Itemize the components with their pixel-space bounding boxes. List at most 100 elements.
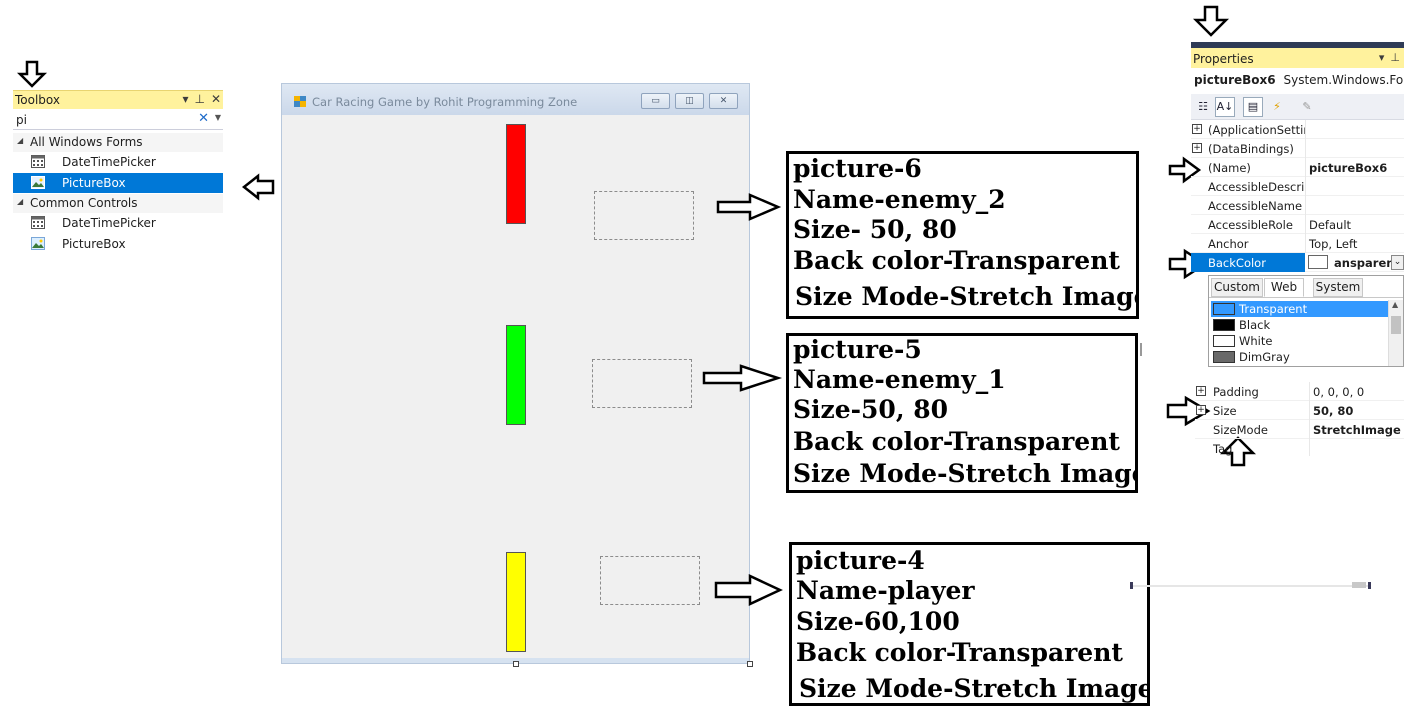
down-arrow-icon	[1192, 5, 1230, 37]
toolbox-item-datetimepicker[interactable]: DateTimePicker	[13, 213, 223, 233]
property-name: Size	[1213, 404, 1237, 418]
property-name: Tag	[1213, 442, 1233, 456]
property-value[interactable]: pictureBox6	[1309, 161, 1388, 175]
expand-icon[interactable]: +	[1196, 386, 1206, 396]
categorized-icon[interactable]: ☷	[1198, 100, 1208, 113]
property-value[interactable]: StretchImage	[1313, 423, 1401, 437]
annotation-picture-4: picture-4 Name-player Size-60,100 Back c…	[789, 542, 1150, 706]
up-arrow-icon	[1219, 436, 1257, 467]
wrench-icon[interactable]: ✎	[1302, 100, 1312, 113]
properties-title: Properties	[1193, 52, 1254, 66]
property-name: Padding	[1213, 385, 1259, 399]
scroll-thumb[interactable]	[1391, 316, 1401, 334]
picturebox-placeholder-6[interactable]	[594, 191, 694, 240]
pin-icon[interactable]: ⊥	[194, 92, 205, 106]
maximize-button[interactable]: ◫	[675, 93, 704, 109]
color-item-black[interactable]: Black	[1211, 317, 1389, 333]
property-row-accessiblerole[interactable]: AccessibleRole Default	[1191, 215, 1404, 234]
toolbox-group-common-controls[interactable]: ◢ Common Controls	[13, 194, 223, 213]
toolbox-item-datetimepicker[interactable]: DateTimePicker	[13, 152, 223, 172]
form-designer-window[interactable]: Car Racing Game by Rohit Programming Zon…	[281, 83, 750, 664]
picturebox-placeholder-4[interactable]	[600, 556, 700, 605]
property-row-tag[interactable]: Tag	[1195, 439, 1404, 456]
chevron-down-icon[interactable]: ▼	[214, 113, 221, 122]
property-name: AccessibleRole	[1208, 218, 1293, 232]
picturebox-player[interactable]	[506, 552, 526, 652]
left-arrow-icon	[241, 173, 275, 201]
toolbox-title: Toolbox	[15, 93, 60, 107]
annotation-line: Size Mode-Stretch Image	[799, 674, 1150, 703]
color-item-transparent[interactable]: Transparent	[1211, 301, 1389, 317]
property-name: SizeMode	[1213, 423, 1268, 437]
calendar-icon	[31, 216, 45, 229]
annotation-line: picture-4	[796, 546, 925, 575]
property-row-applicationsettings[interactable]: + (ApplicationSettin	[1191, 120, 1404, 139]
resize-handle-bottom[interactable]	[513, 661, 519, 667]
object-type: System.Windows.Forms.P	[1283, 73, 1404, 87]
annotation-line: Back color-Transparent	[796, 638, 1123, 667]
backcolor-dropdown[interactable]: Custom Web System Transparent Black Whit…	[1208, 275, 1404, 367]
color-swatch	[1213, 303, 1235, 315]
annotation-line: Size-50, 80	[793, 395, 949, 424]
calendar-icon	[31, 155, 45, 168]
toolbox-item-picturebox-selected[interactable]: PictureBox	[13, 173, 223, 193]
property-row-accessibledescription[interactable]: AccessibleDescript	[1191, 177, 1404, 196]
expand-icon[interactable]: +	[1192, 124, 1202, 134]
annotation-line: picture-6	[793, 154, 922, 183]
close-icon[interactable]: ✕	[210, 92, 221, 106]
color-item-dimgray[interactable]: DimGray	[1211, 349, 1389, 365]
form-titlebar[interactable]: Car Racing Game by Rohit Programming Zon…	[282, 84, 749, 115]
property-row-accessiblename[interactable]: AccessibleName	[1191, 196, 1404, 215]
form-app-icon	[294, 96, 306, 107]
property-row-anchor[interactable]: Anchor Top, Left	[1191, 234, 1404, 253]
tab-web[interactable]: Web	[1264, 278, 1304, 297]
dropdown-icon[interactable]: ▾	[1378, 51, 1385, 64]
alphabetical-icon[interactable]: A↓	[1215, 97, 1235, 117]
object-selector[interactable]: pictureBox6 System.Windows.Forms.P	[1194, 73, 1404, 87]
faint-line-artifact	[1130, 582, 1371, 589]
color-swatch	[1308, 255, 1328, 269]
toolbox-search-input[interactable]: pi ✕ ▼	[13, 110, 223, 130]
pin-icon[interactable]: ⊥	[1390, 51, 1400, 64]
property-value[interactable]: Top, Left	[1309, 237, 1358, 251]
property-value[interactable]: Default	[1309, 218, 1352, 232]
expand-icon[interactable]: +	[1196, 405, 1206, 415]
property-value[interactable]: 50, 80	[1313, 404, 1354, 418]
properties-icon[interactable]: ▤	[1243, 97, 1263, 117]
tab-system[interactable]: System	[1313, 278, 1363, 297]
toolbox-item-picturebox[interactable]: PictureBox	[13, 234, 223, 254]
item-label: DateTimePicker	[62, 216, 156, 230]
color-name: Transparent	[1239, 302, 1308, 316]
tab-custom[interactable]: Custom	[1211, 278, 1263, 297]
properties-topbar	[1191, 42, 1404, 48]
toolbox-group-all-windows-forms[interactable]: ◢ All Windows Forms	[13, 133, 223, 152]
property-value[interactable]: 0, 0, 0, 0	[1313, 385, 1365, 399]
property-row-sizemode[interactable]: SizeMode StretchImage	[1195, 420, 1404, 439]
chevron-down-icon[interactable]: ⌄	[1391, 255, 1404, 270]
property-row-size[interactable]: + Size 50, 80	[1195, 401, 1404, 420]
color-item-white[interactable]: White	[1211, 333, 1389, 349]
picturebox-enemy-2[interactable]	[506, 124, 526, 224]
minimize-button[interactable]: ▭	[641, 93, 670, 109]
property-row-padding[interactable]: + Padding 0, 0, 0, 0	[1195, 382, 1404, 401]
property-row-backcolor[interactable]: BackColor ansparent ⌄	[1191, 253, 1404, 272]
color-swatch	[1213, 351, 1235, 363]
resize-handle-corner[interactable]	[747, 661, 753, 667]
picturebox-enemy-1[interactable]	[506, 325, 526, 425]
expand-icon[interactable]: +	[1192, 143, 1202, 153]
scroll-up-icon[interactable]: ▲	[1392, 300, 1399, 309]
color-swatch	[1213, 319, 1235, 331]
picturebox-placeholder-5[interactable]	[592, 359, 692, 408]
dropdown-icon[interactable]: ▾	[182, 92, 189, 106]
clear-search-icon[interactable]: ✕	[198, 111, 209, 126]
group-label: All Windows Forms	[30, 135, 143, 149]
form-bottom-border	[282, 658, 749, 663]
property-row-databindings[interactable]: + (DataBindings)	[1191, 139, 1404, 158]
property-row-name[interactable]: (Name) pictureBox6	[1191, 158, 1404, 177]
right-arrow-icon	[702, 364, 783, 392]
close-button[interactable]: ✕	[709, 93, 738, 109]
search-text: pi	[16, 113, 27, 127]
property-value[interactable]: ansparent	[1334, 256, 1400, 270]
events-icon[interactable]: ⚡	[1273, 100, 1281, 113]
dropdown-scrollbar[interactable]: ▲	[1388, 300, 1403, 366]
